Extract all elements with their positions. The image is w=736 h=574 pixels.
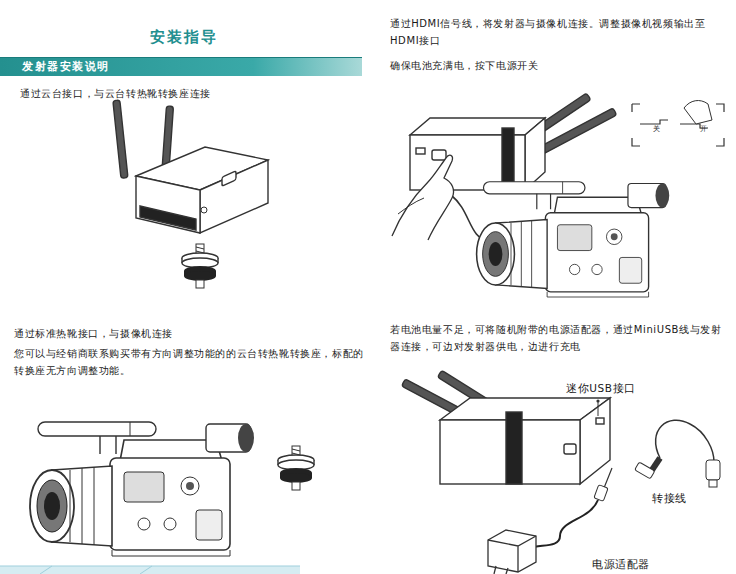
note-text: 您可以与经销商联系购买带有方向调整功能的的云台转热靴转换座，标配的转换座无方向调… <box>14 346 366 379</box>
section-band: 发射器安装说明 <box>0 57 362 76</box>
step-text: 通过标准热靴接口，与摄像机连接 <box>14 326 354 343</box>
band-heading: 发射器安装说明 <box>22 59 362 74</box>
part-name: 电源适配器 <box>592 556 650 573</box>
switch-label: 关 <box>653 124 661 136</box>
part-name: 迷你USB接口 <box>566 380 636 397</box>
part-name: 转接线 <box>652 490 687 507</box>
switch-label: 开 <box>700 124 708 136</box>
step-text: 通过云台接口，与云台转热靴转换座连接 <box>20 86 340 103</box>
step-text: 通过HDMI信号线，将发射器与摄像机连接。调整摄像机视频输出至HDMI接口 <box>390 16 728 49</box>
page-title: 安装指导 <box>150 25 218 50</box>
step-text: 确保电池充满电，按下电源开关 <box>390 58 720 75</box>
step-text: 若电池电量不足，可将随机附带的电源适配器，通过MiniUSB线与发射器连接，可边… <box>390 322 728 355</box>
